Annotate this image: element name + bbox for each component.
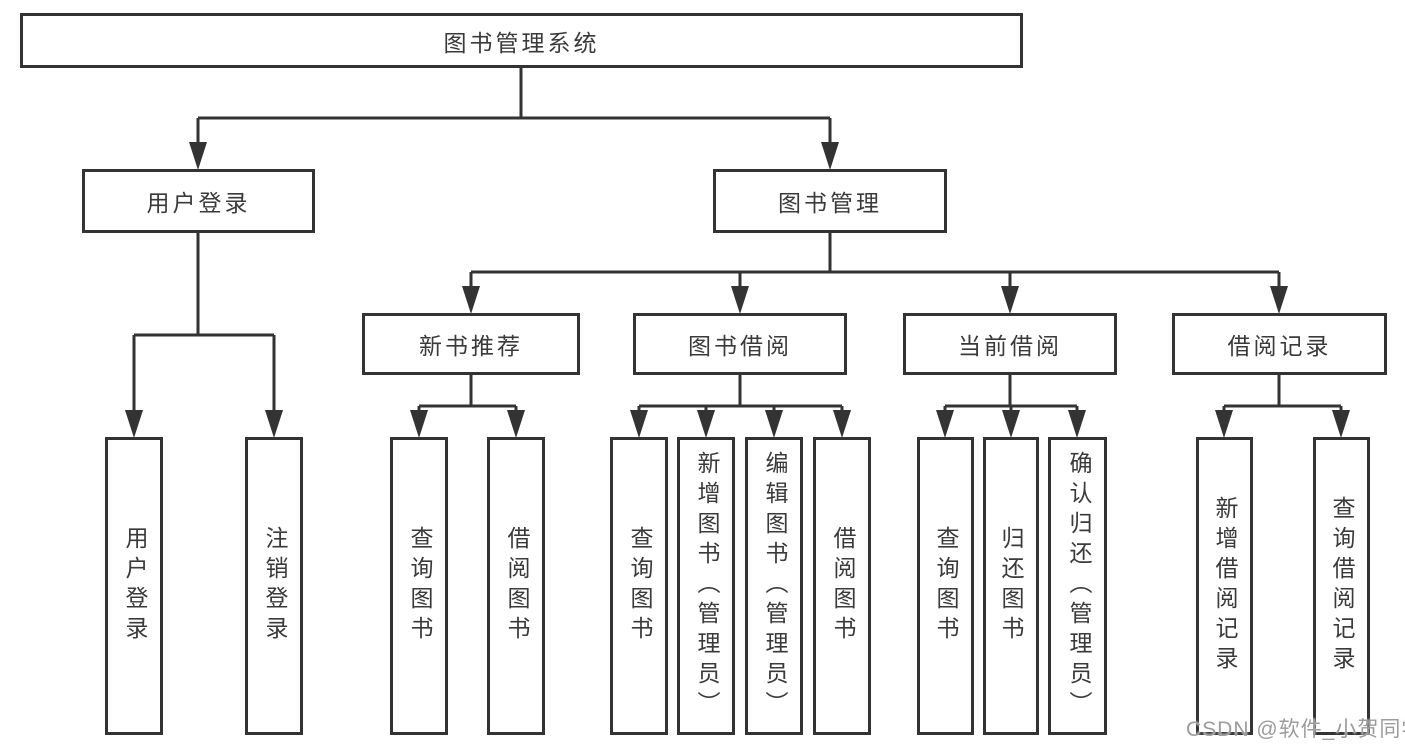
leaf-query-books-borrow: 查询图书 [610, 437, 668, 735]
arrow-down-icon [731, 286, 749, 314]
node-book-management: 图书管理 [713, 169, 947, 233]
connector-root-to-level2 [189, 66, 839, 170]
arrow-down-icon [125, 410, 143, 438]
leaf-edit-book-admin: 编辑图书（管理员） [745, 437, 803, 735]
connector-current-borrow-children [936, 375, 1086, 438]
arrow-down-icon [833, 410, 851, 438]
leaf-query-books-recommend: 查询图书 [390, 437, 448, 735]
arrow-down-icon [507, 410, 525, 438]
node-borrow-records: 借阅记录 [1172, 313, 1387, 375]
leaf-confirm-return-admin: 确认归还（管理员） [1048, 437, 1107, 735]
arrow-down-icon [1001, 286, 1019, 314]
node-current-borrow: 当前借阅 [903, 313, 1117, 375]
arrow-down-icon [821, 142, 839, 170]
arrow-down-icon [697, 410, 715, 438]
connector-new-book-children [410, 375, 525, 438]
arrow-down-icon [765, 410, 783, 438]
node-library-system: 图书管理系统 [20, 13, 1023, 68]
connector-borrow-records-children [1215, 375, 1350, 438]
leaf-query-books-current: 查询图书 [917, 437, 974, 735]
arrow-down-icon [189, 142, 207, 170]
leaf-add-borrow-record: 新增借阅记录 [1196, 437, 1253, 735]
arrow-down-icon [1068, 410, 1086, 438]
watermark-text: CSDN @软件_小贺同学 [1186, 718, 1405, 741]
leaf-user-login: 用户登录 [105, 437, 163, 735]
arrow-down-icon [936, 410, 954, 438]
arrow-down-icon [1215, 410, 1233, 438]
connector-book-borrow-children [630, 375, 851, 438]
arrow-down-icon [1270, 286, 1288, 314]
leaf-logout: 注销登录 [245, 437, 303, 735]
arrow-down-icon [1002, 410, 1020, 438]
arrow-down-icon [630, 410, 648, 438]
arrow-down-icon [1332, 410, 1350, 438]
node-new-book-recommend: 新书推荐 [362, 313, 580, 375]
leaf-borrow-books-recommend: 借阅图书 [487, 437, 545, 735]
connector-book-management-children [462, 233, 1288, 314]
leaf-query-borrow-record: 查询借阅记录 [1313, 437, 1370, 735]
arrow-down-icon [410, 410, 428, 438]
arrow-down-icon [462, 286, 480, 314]
connector-user-login-children [125, 233, 283, 438]
leaf-add-book-admin: 新增图书（管理员） [677, 437, 735, 735]
arrow-down-icon [265, 410, 283, 438]
leaf-return-book: 归还图书 [983, 437, 1039, 735]
leaf-borrow-books: 借阅图书 [813, 437, 871, 735]
node-user-login: 用户登录 [82, 169, 315, 233]
node-book-borrow: 图书借阅 [633, 313, 847, 375]
